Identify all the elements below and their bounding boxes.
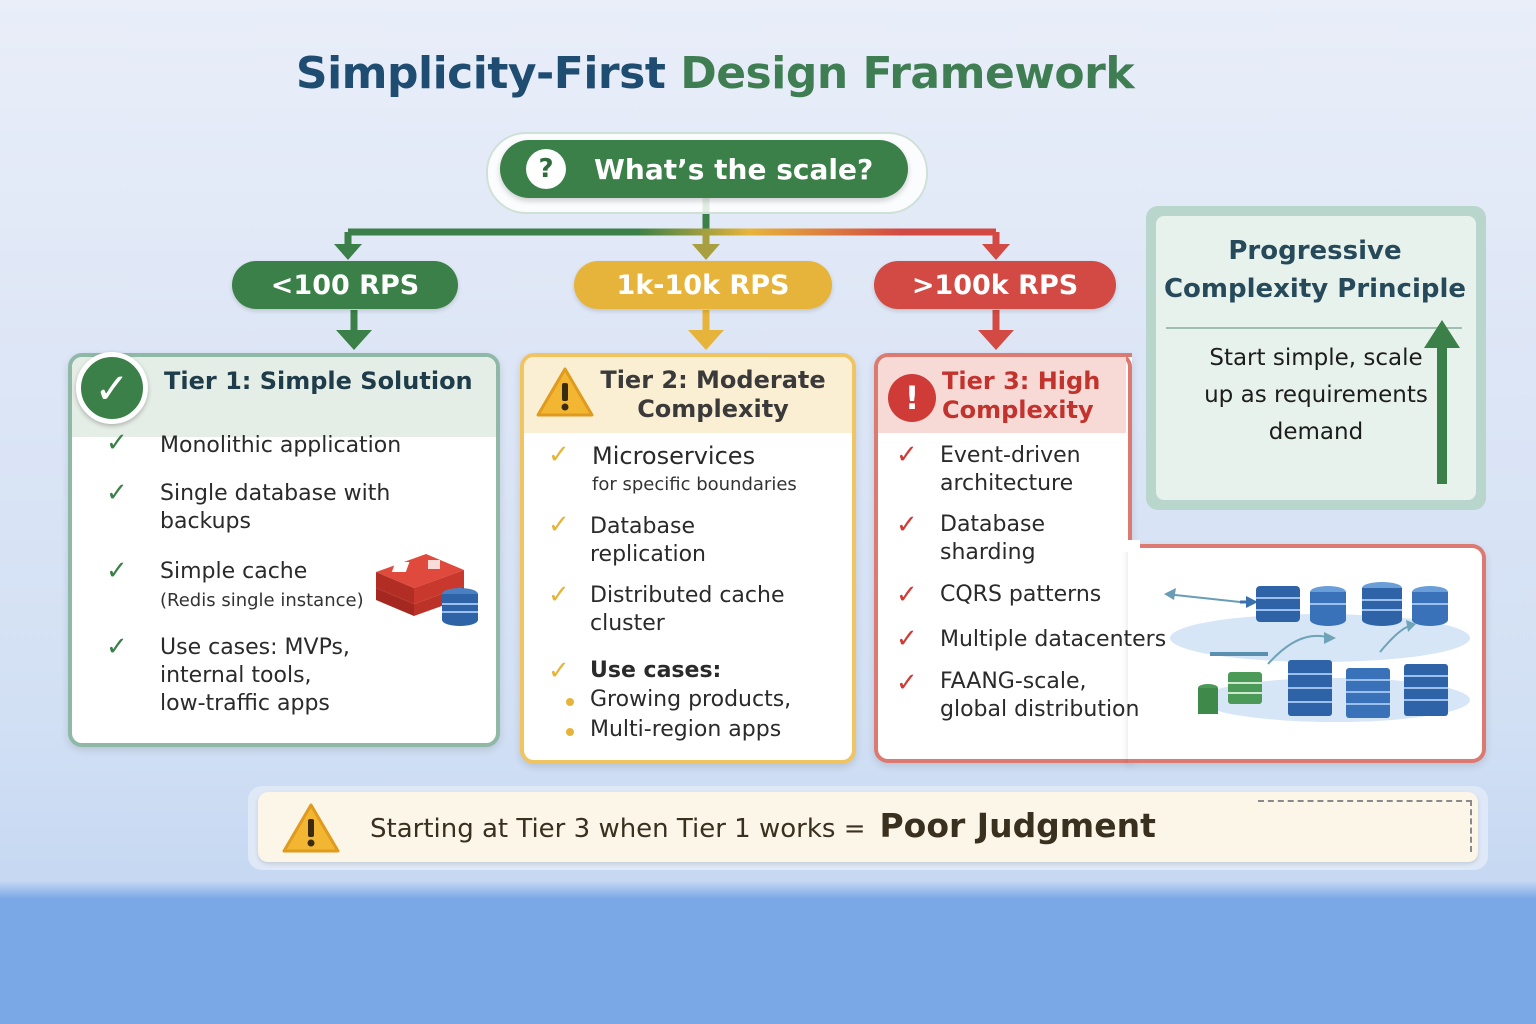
- tier2-title: Tier 2: Moderate Complexity: [600, 366, 826, 423]
- tier2-item-line: Use cases:: [590, 658, 722, 683]
- tier1-item: Simple cache (Redis single instance): [160, 558, 364, 615]
- tier1-item-line: backups: [160, 509, 251, 534]
- tier2-item-sub: for specific boundaries: [592, 474, 797, 495]
- arrow-head-5: [688, 330, 724, 350]
- tier3-item: CQRS patterns: [940, 582, 1102, 607]
- redis-icon: [376, 554, 478, 626]
- check-icon: ✓: [106, 478, 128, 508]
- server-icon: [1404, 664, 1448, 716]
- database-icon: [442, 588, 478, 626]
- check-icon: ✓: [548, 580, 570, 610]
- exclamation-icon: !: [888, 374, 936, 422]
- up-arrow-icon: [1424, 320, 1460, 484]
- server-cluster-illustration: [1164, 582, 1470, 722]
- question-node: ? What’s the scale?: [500, 140, 908, 198]
- principle-card: [1156, 216, 1476, 500]
- check-icon: ✓: [548, 510, 570, 540]
- tier2-bullet: Growing products,: [590, 687, 792, 712]
- tier2-item: Microservices for specific boundaries: [592, 442, 797, 499]
- tier3-item: FAANG-scale, global distribution: [940, 668, 1139, 724]
- tier1-item: Single database with backups: [160, 480, 390, 536]
- question-label: What’s the scale?: [594, 152, 874, 186]
- tier1-item: Use cases: MVPs, internal tools, low-tra…: [160, 634, 350, 718]
- tier1-item-line: Simple cache: [160, 559, 308, 584]
- question-icon: ?: [526, 149, 566, 189]
- database-icon: [1256, 586, 1300, 622]
- check-icon: ✓: [106, 556, 128, 586]
- principle-divider: [1166, 327, 1462, 329]
- server-icon: [1346, 668, 1390, 718]
- principle-title: Progressive Complexity Principle: [1163, 236, 1467, 304]
- tier2-item-line: Distributed cache: [590, 583, 785, 608]
- tier3-item-line: FAANG-scale,: [940, 669, 1087, 694]
- tier3-item-line: global distribution: [940, 697, 1140, 722]
- tier1-item-line: Use cases: MVPs,: [160, 635, 350, 660]
- check-icon: ✓: [896, 440, 918, 470]
- branch-low-rps: <100 RPS: [232, 261, 458, 309]
- server-icon: [1288, 660, 1332, 716]
- judgment-banner: [258, 792, 1478, 862]
- tier3-item: Multiple datacenters: [940, 627, 1167, 652]
- database-icon: [1412, 586, 1448, 626]
- title-part-1: Simplicity-First: [295, 48, 666, 99]
- bullet-dot: [566, 698, 574, 706]
- branch-mid-rps: 1k-10k RPS: [574, 261, 832, 309]
- tier1-title: Tier 1: Simple Solution: [164, 367, 473, 395]
- warning-icon: [282, 803, 340, 853]
- check-icon: ✓: [548, 440, 570, 470]
- tier1-item-line: internal tools,: [160, 663, 312, 688]
- arrow-head-6: [978, 330, 1014, 350]
- check-icon: ✓: [896, 580, 918, 610]
- tier2-item-line: replication: [590, 542, 707, 567]
- tier2-item: Use cases:: [590, 657, 721, 685]
- check-icon: ✓: [106, 428, 128, 458]
- tier3-title: Tier 3: High Complexity: [942, 367, 1101, 424]
- tier1-item-line: Single database with: [160, 481, 391, 506]
- arrow-head-4: [336, 330, 372, 350]
- check-icon: ✓: [896, 668, 918, 698]
- arrow-head-3: [982, 244, 1010, 260]
- tier1-item-line: Monolithic application: [160, 433, 402, 458]
- tier2-item: Distributed cache cluster: [590, 582, 784, 638]
- judgment-emphasis: Poor Judgment: [879, 806, 1156, 845]
- database-icon: [1310, 586, 1346, 626]
- warning-icon: [536, 367, 594, 417]
- title-part-2: Design Framework: [680, 48, 1135, 99]
- dashed-accent: [1258, 800, 1472, 852]
- tier3-card-join: [1110, 540, 1140, 552]
- tier3-item-line: Database: [940, 512, 1045, 537]
- tier1-item-line: low-traffic apps: [160, 691, 330, 716]
- tier3-item-line: architecture: [940, 471, 1074, 496]
- tier3-item: Event-driven architecture: [940, 442, 1081, 498]
- principle-text: Start simple, scale up as requirements d…: [1204, 345, 1428, 445]
- tier3-item: Database sharding: [940, 511, 1045, 567]
- tier2-bullet: Multi-region apps: [590, 717, 782, 742]
- check-icon: ✓: [106, 632, 128, 662]
- branch-high-rps: >100k RPS: [874, 261, 1116, 309]
- tier3-item-line: Event-driven: [940, 443, 1081, 468]
- arrow-head-1: [334, 244, 362, 260]
- tier1-item-sub: (Redis single instance): [160, 590, 364, 611]
- tier2-item: Database replication: [590, 513, 706, 569]
- tier3-item-line: sharding: [940, 540, 1036, 565]
- check-icon: ✓: [896, 624, 918, 654]
- tier2-item-line: cluster: [590, 611, 665, 636]
- page-title: Simplicity-First Design Framework: [0, 48, 1430, 99]
- check-icon: ✓: [548, 656, 570, 686]
- arrow-head-2: [692, 244, 720, 260]
- tier2-item-line: Microservices: [592, 442, 756, 470]
- tier1-item: Monolithic application: [160, 432, 401, 460]
- judgment-text: Starting at Tier 3 when Tier 1 works =: [370, 814, 866, 844]
- server-icon: [1198, 672, 1262, 714]
- check-circle-icon: ✓: [76, 352, 148, 424]
- check-icon: ✓: [896, 510, 918, 540]
- judgment-statement: Starting at Tier 3 when Tier 1 works = P…: [370, 806, 1156, 845]
- tier2-item-line: Database: [590, 514, 695, 539]
- bullet-dot: [566, 728, 574, 736]
- database-icon: [1362, 582, 1402, 626]
